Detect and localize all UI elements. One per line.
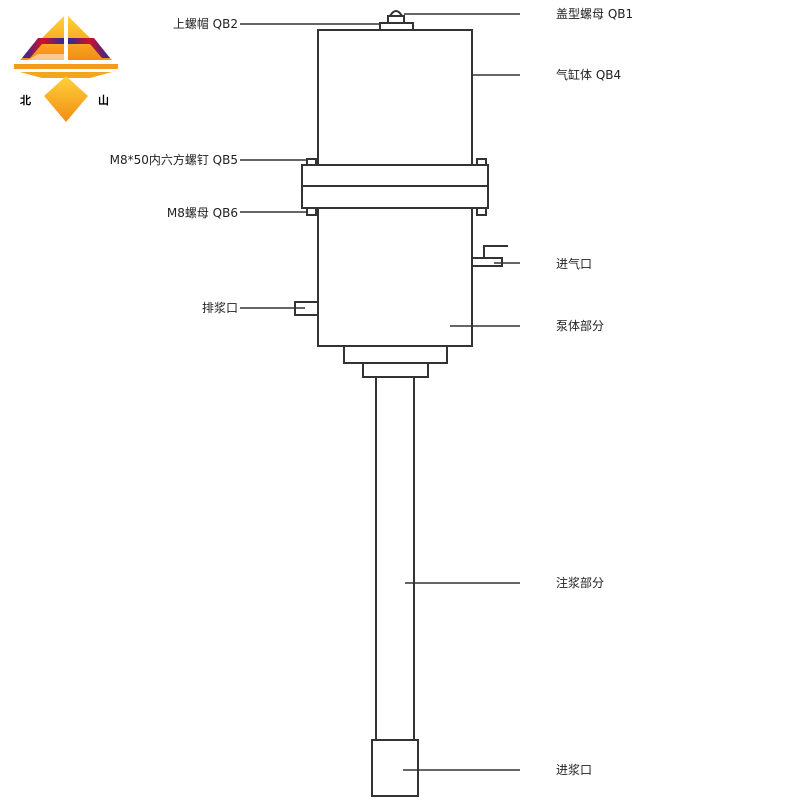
pump-base-2 <box>362 362 429 378</box>
cylinder-body <box>317 29 473 166</box>
label-pump-body: 泵体部分 <box>556 319 605 333</box>
bolt-left <box>306 158 317 166</box>
slurry-inlet <box>371 739 419 797</box>
cap-nut-body <box>387 15 405 24</box>
pump-base-1 <box>343 345 448 364</box>
label-slurry-inlet: 进浆口 <box>556 763 593 777</box>
label-qb4: 气缸体 QB4 <box>556 68 622 82</box>
pump-body <box>317 207 473 347</box>
upper-nut <box>379 22 414 31</box>
label-grouting: 注浆部分 <box>556 576 605 590</box>
logo-graphic <box>14 16 118 122</box>
bolt-right <box>476 158 487 166</box>
logo-char-left: 北 <box>20 94 31 107</box>
label-air-inlet: 进气口 <box>556 257 593 271</box>
label-qb2: 上螺帽 QB2 <box>172 17 238 31</box>
grouting-tube <box>375 376 415 741</box>
label-qb5: M8*50内六方螺钉 QB5 <box>109 153 238 167</box>
label-discharge: 排浆口 <box>201 301 238 315</box>
label-qb1: 盖型螺母 QB1 <box>556 7 634 21</box>
air-inlet-port <box>471 257 503 267</box>
logo-char-right: 山 <box>98 94 109 107</box>
air-inlet-pipe <box>483 245 508 258</box>
nut-left <box>306 207 317 216</box>
nut-right <box>476 207 487 216</box>
label-qb6: M8螺母 QB6 <box>166 206 238 220</box>
